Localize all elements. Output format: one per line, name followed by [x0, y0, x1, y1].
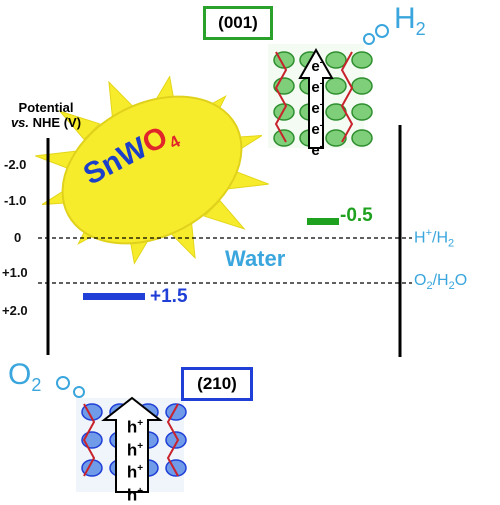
- orbital-blob: [351, 51, 373, 69]
- tick-label: +1.0: [2, 265, 28, 280]
- hole: h+: [126, 440, 144, 460]
- valence-band-bar: [83, 293, 145, 300]
- o2-bubbles-icon: [56, 376, 85, 398]
- hplus-h2-label: H+/H2: [414, 227, 454, 250]
- hplus-h2-rest: /H: [432, 229, 448, 247]
- o2-gas-main: O: [8, 358, 32, 391]
- hole-stack: h+ h+ h+ h+: [120, 414, 150, 505]
- hplus-h2-sub: 2: [448, 237, 455, 250]
- tick-label: +2.0: [2, 303, 28, 318]
- axis-title-line1: Potential: [18, 100, 74, 115]
- hole: h+: [126, 462, 144, 482]
- orbital-blob: [351, 129, 373, 147]
- orbital-blob: [325, 129, 347, 147]
- o2-h2o-end: O: [454, 272, 468, 289]
- electron: e-: [311, 57, 323, 75]
- electron: e-: [311, 141, 323, 159]
- electron-stack: e- e- e- e- e-: [308, 54, 326, 159]
- axis-title-rest: NHE (V): [29, 115, 82, 130]
- sun-icon: [35, 75, 269, 265]
- tick-label: -2.0: [4, 157, 27, 172]
- o2-h2o-sub: 2: [426, 280, 433, 293]
- electron: e-: [311, 78, 323, 96]
- orbital-blob: [165, 431, 187, 449]
- crystal-structure-001-icon: [268, 44, 373, 149]
- tick-label: -1.0: [4, 193, 27, 208]
- h2-gas-main: H: [394, 2, 416, 35]
- orbital-blob: [351, 77, 373, 95]
- orbital-blob: [325, 77, 347, 95]
- o2-gas-sub: 2: [31, 375, 42, 395]
- tick-label: 0: [14, 230, 22, 245]
- hole: h+: [126, 485, 144, 505]
- o2-h2o-label: O2/H2O: [414, 272, 467, 292]
- electron: e-: [311, 99, 323, 117]
- water-label: Water: [225, 246, 286, 271]
- h2-gas-sub: 2: [415, 19, 426, 39]
- axis-title: Potential vs. NHE (V): [6, 100, 86, 130]
- o2-gas-label: O2: [8, 358, 41, 396]
- o2-h2o-sub2: 2: [448, 280, 455, 293]
- hplus-h2-main: H: [414, 229, 426, 247]
- orbital-blob: [351, 103, 373, 121]
- o2-h2o-main: O: [414, 272, 427, 289]
- orbital-blob: [273, 103, 295, 121]
- h2-gas-label: H2: [394, 2, 426, 40]
- o2-h2o-rest: /H: [432, 272, 449, 289]
- h2-bubbles-icon: [363, 24, 389, 45]
- crystal-structure-210-icon: [76, 396, 187, 493]
- electron: e-: [311, 120, 323, 138]
- valence-band-label: +1.5: [150, 286, 188, 307]
- hplus-h2-sup: +: [425, 227, 432, 239]
- conduction-band-label: -0.5: [340, 205, 373, 226]
- orbital-blob: [325, 51, 347, 69]
- facet-210-box: (210): [181, 367, 253, 401]
- hole: h+: [126, 417, 144, 437]
- conduction-band-bar: [307, 218, 339, 225]
- axis-title-vs: vs.: [10, 115, 30, 130]
- facet-001-box: (001): [203, 6, 273, 40]
